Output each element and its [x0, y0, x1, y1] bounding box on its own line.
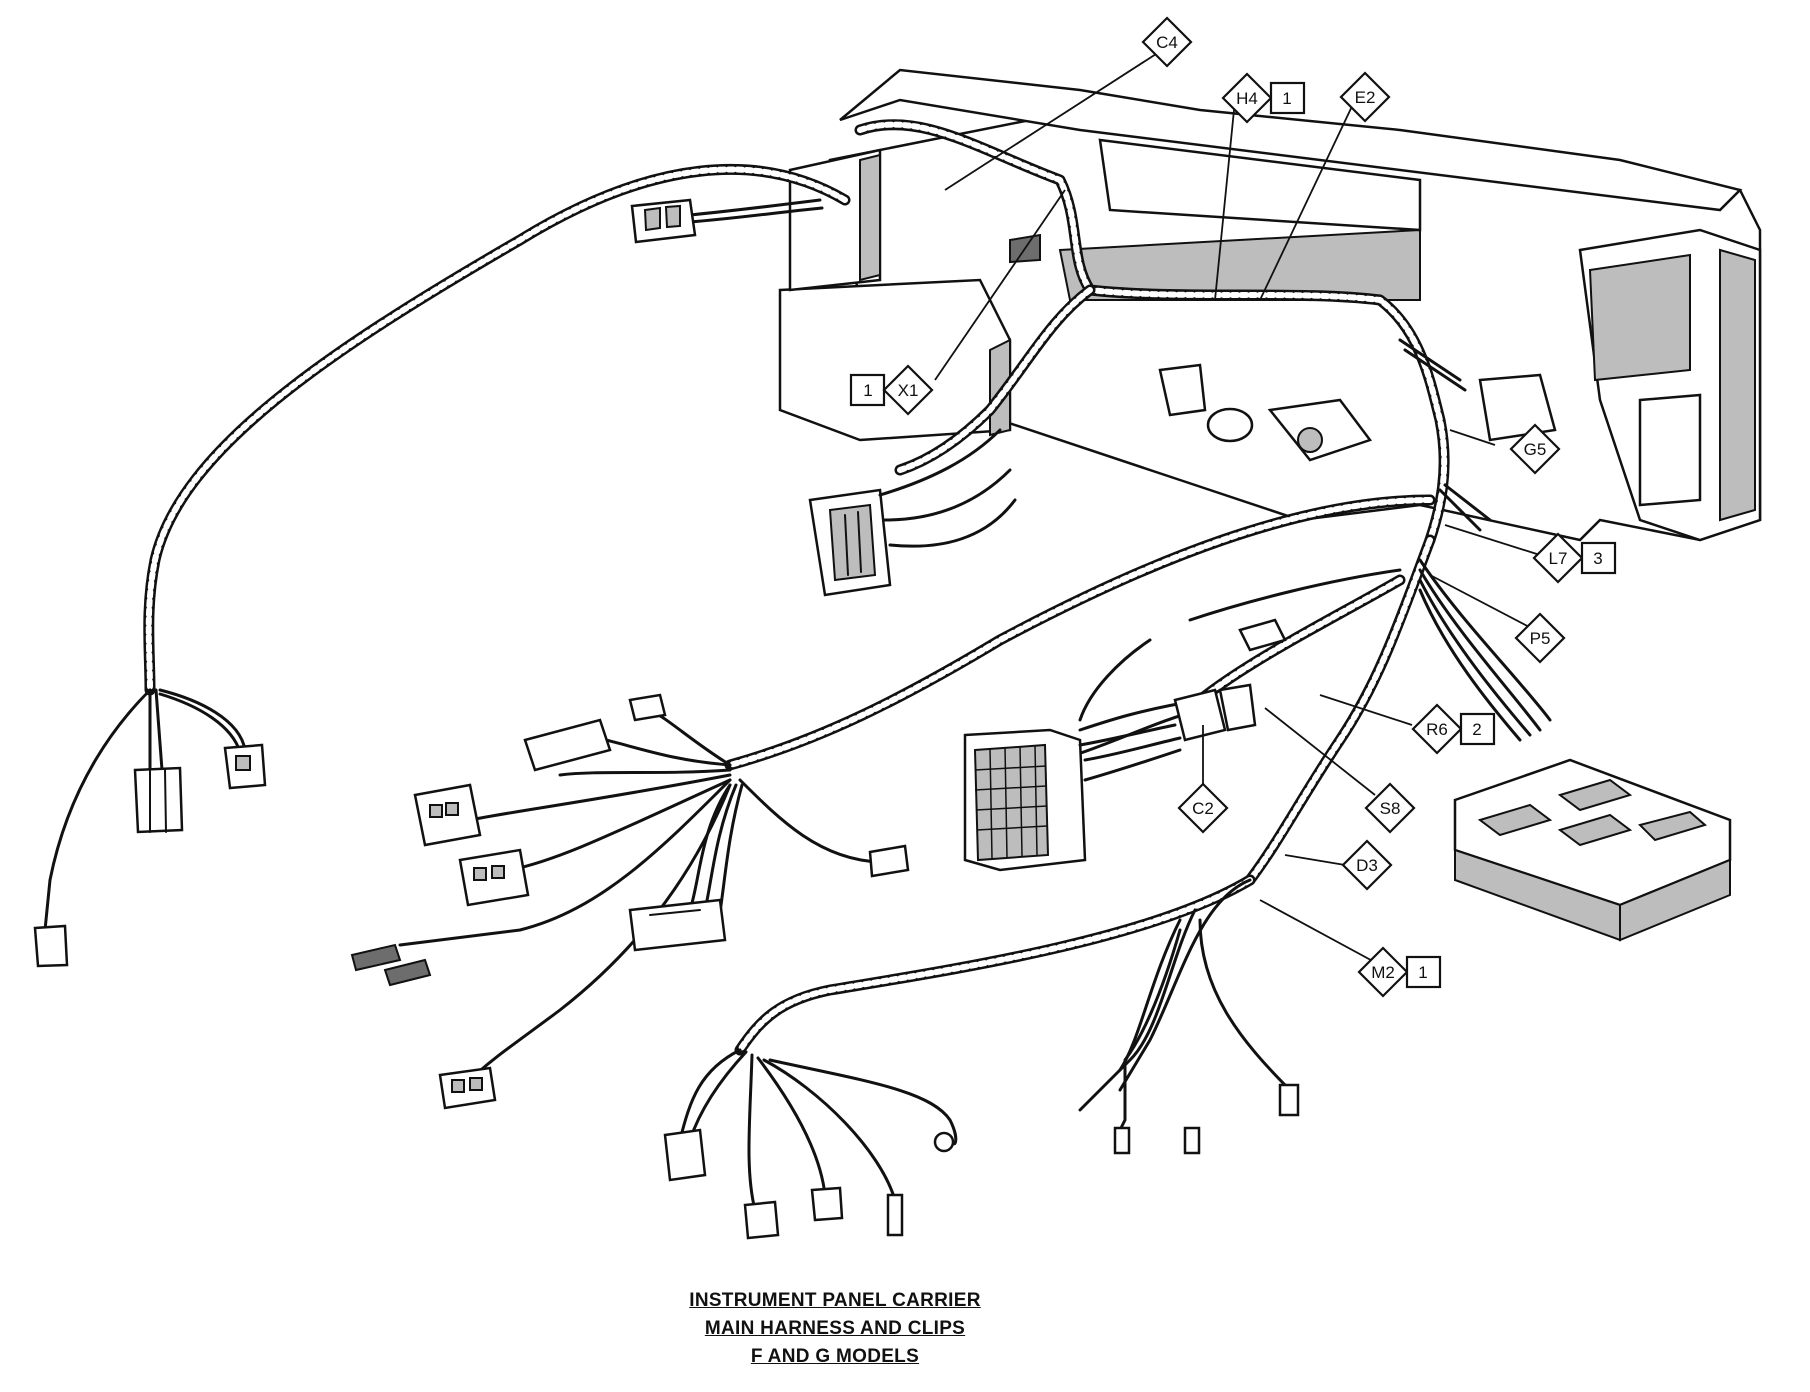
callout-l7: L7 3 — [1532, 532, 1617, 584]
callout-x1: 1 X1 — [849, 364, 934, 416]
connector-bottom-right-a — [1113, 1126, 1131, 1155]
connector-left-pair — [133, 766, 184, 834]
callout-p5: P5 — [1514, 612, 1566, 664]
callout-d3: D3 — [1341, 839, 1393, 891]
svg-text:3: 3 — [1593, 549, 1602, 568]
connector-pigtail-b — [383, 958, 432, 987]
svg-text:D3: D3 — [1356, 856, 1378, 875]
callout-h4: H4 1 — [1221, 72, 1306, 124]
svg-text:C4: C4 — [1156, 33, 1178, 52]
caption-line-1: INSTRUMENT PANEL CARRIER — [689, 1290, 981, 1311]
svg-text:C2: C2 — [1192, 799, 1214, 818]
connector-bottom-fan-c — [810, 1186, 844, 1222]
svg-text:R6: R6 — [1426, 720, 1448, 739]
wire-fans — [43, 198, 1552, 1212]
connector-left-end — [33, 924, 69, 968]
connector-left-small — [223, 743, 267, 790]
svg-text:1: 1 — [1282, 89, 1291, 108]
connector-bottom-fan-a — [663, 1128, 707, 1182]
svg-text:2: 2 — [1472, 720, 1481, 739]
svg-text:X1: X1 — [898, 381, 919, 400]
callout-e2: E2 — [1339, 71, 1391, 123]
svg-text:E2: E2 — [1355, 88, 1376, 107]
callout-s8: S8 — [1364, 782, 1416, 834]
ring-terminal — [933, 1131, 955, 1153]
callout-g5: G5 — [1509, 423, 1561, 475]
svg-text:L7: L7 — [1549, 549, 1568, 568]
connector-right-end — [868, 844, 910, 878]
connector-ribbon-top — [523, 693, 667, 772]
connector-center-big — [808, 428, 1017, 597]
svg-text:1: 1 — [1418, 963, 1427, 982]
connector-bottom-fan-b — [743, 1200, 780, 1240]
main-trunk-harness — [143, 119, 1450, 1056]
connector-bottom-left-block — [438, 1066, 497, 1110]
leader-lines — [934, 44, 1541, 966]
connector-flat-ribbon — [628, 898, 727, 952]
caption-line-2: MAIN HARNESS AND CLIPS — [704, 1318, 966, 1339]
connector-bottom-right-c — [1278, 1083, 1300, 1117]
callout-r6: R6 2 — [1411, 703, 1496, 755]
connector-bottom-fan-d — [886, 1193, 904, 1237]
callout-c4: C4 — [1141, 16, 1193, 68]
callout-c2: C2 — [1177, 782, 1229, 834]
svg-text:H4: H4 — [1236, 89, 1258, 108]
svg-text:M2: M2 — [1371, 963, 1395, 982]
fuse-block — [1453, 758, 1732, 942]
connector-square-a — [413, 783, 482, 847]
connector-bottom-right-b — [1183, 1126, 1201, 1155]
connector-square-b — [458, 848, 530, 907]
caption-line-3: F AND G MODELS — [750, 1346, 920, 1367]
connector-pigtail-a — [350, 943, 402, 972]
svg-text:S8: S8 — [1380, 799, 1401, 818]
callout-m2: M2 1 — [1357, 946, 1442, 998]
connector-c2 — [963, 618, 1287, 872]
instrument-panel-carrier — [778, 68, 1762, 542]
connectors — [33, 198, 1732, 1240]
svg-text:1: 1 — [863, 381, 872, 400]
svg-text:G5: G5 — [1524, 440, 1547, 459]
svg-text:P5: P5 — [1530, 629, 1551, 648]
connector-top-left — [630, 198, 697, 244]
